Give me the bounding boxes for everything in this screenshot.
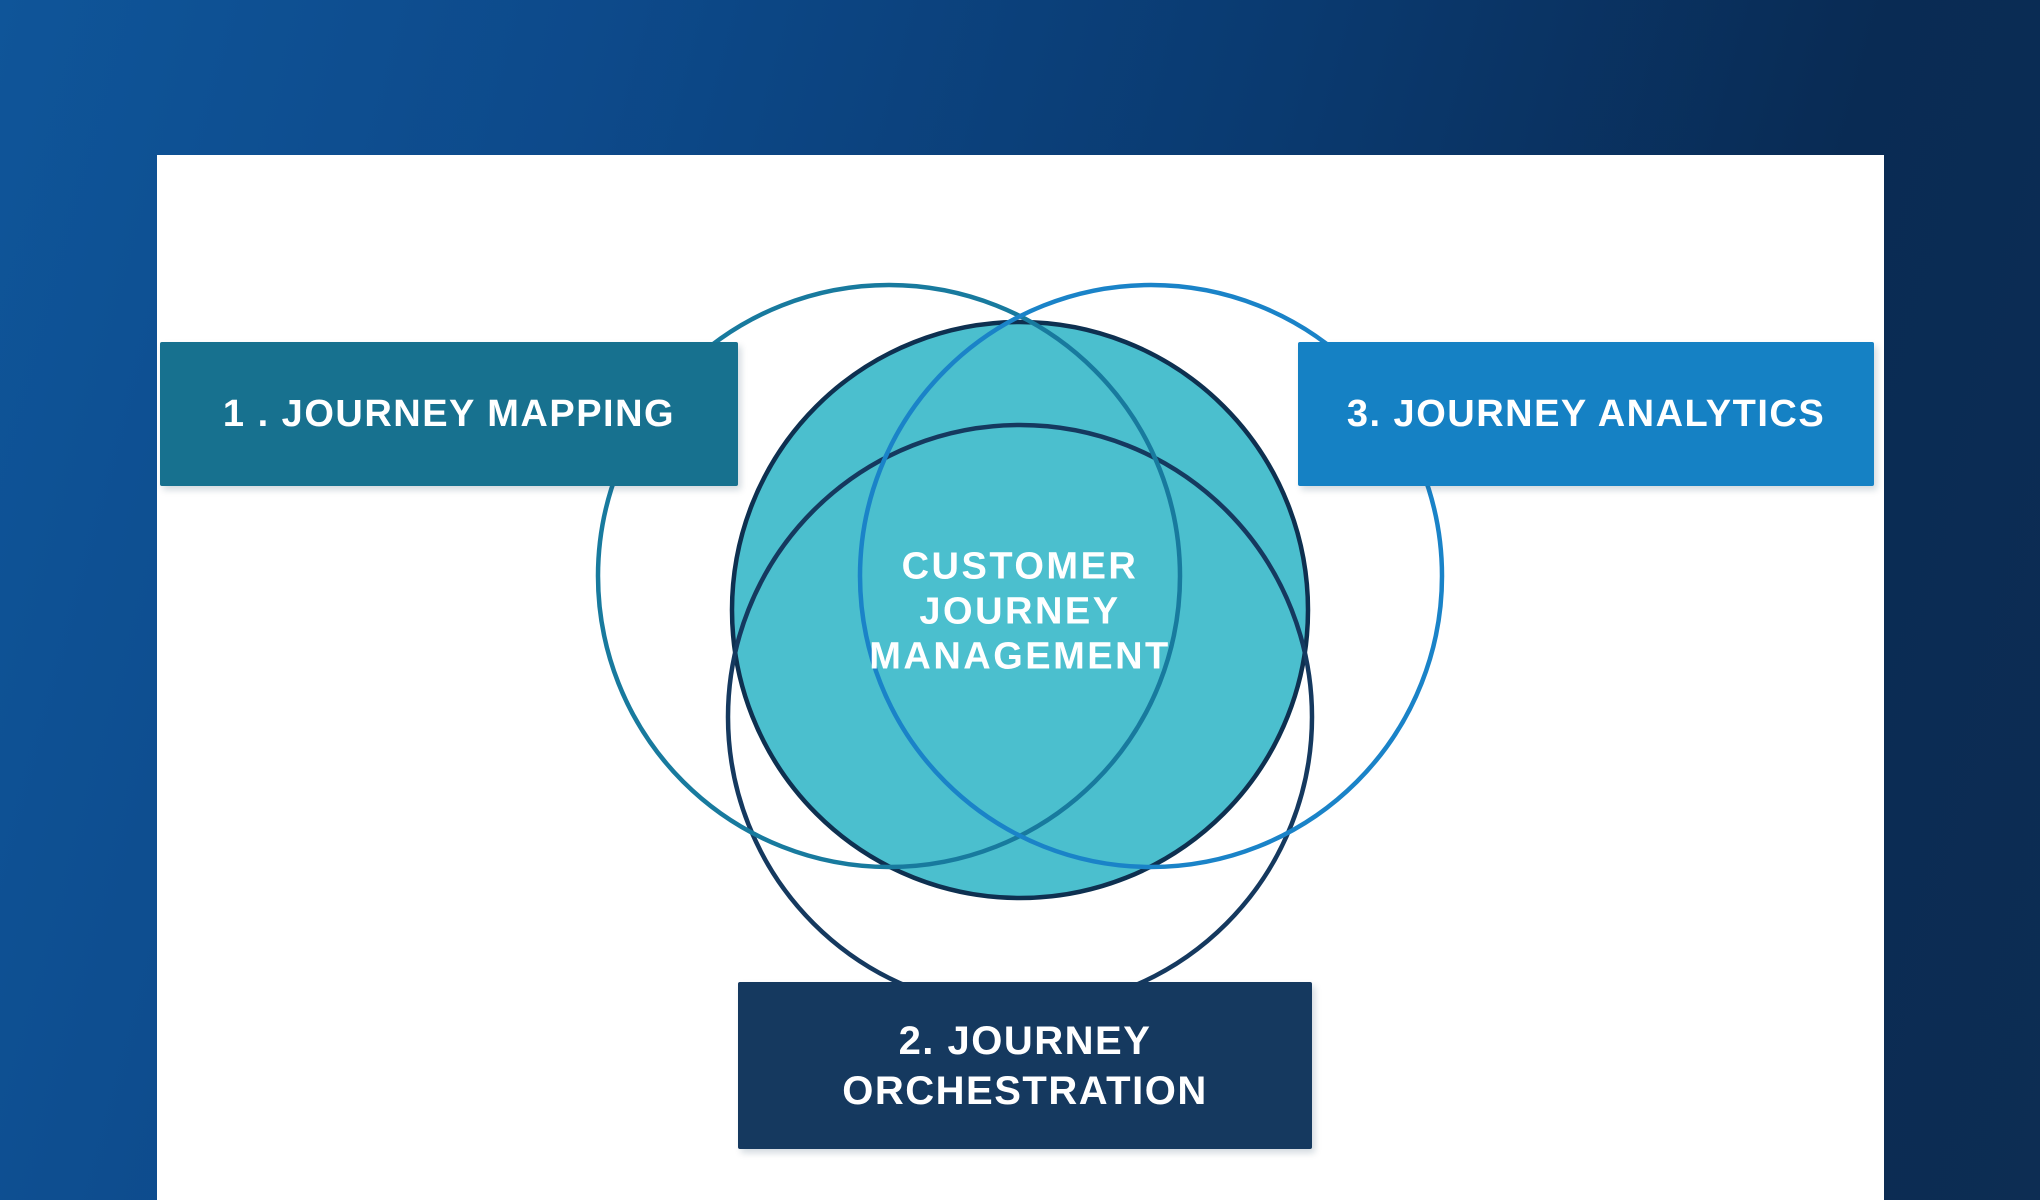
journey-analytics-box: 3. JOURNEY ANALYTICS [1298,342,1874,486]
center-filled-circle [729,319,1311,901]
center-label-line-1: CUSTOMER [901,545,1139,588]
center-label-line-2: JOURNEY [919,590,1121,633]
journey-mapping-label: 1 . JOURNEY MAPPING [222,392,676,435]
center-label-line-3: MANAGEMENT [869,635,1171,678]
journey-mapping-circle [595,282,1183,870]
center-label: CUSTOMER JOURNEY MANAGEMENT [869,545,1171,680]
journey-mapping-box: 1 . JOURNEY MAPPING [160,342,738,486]
journey-analytics-label: 3. JOURNEY ANALYTICS [1346,392,1826,435]
journey-orchestration-label: 2. JOURNEY ORCHESTRATION [842,1018,1208,1113]
journey-analytics-circle [857,282,1445,870]
journey-orchestration-box: 2. JOURNEY ORCHESTRATION [738,982,1312,1149]
